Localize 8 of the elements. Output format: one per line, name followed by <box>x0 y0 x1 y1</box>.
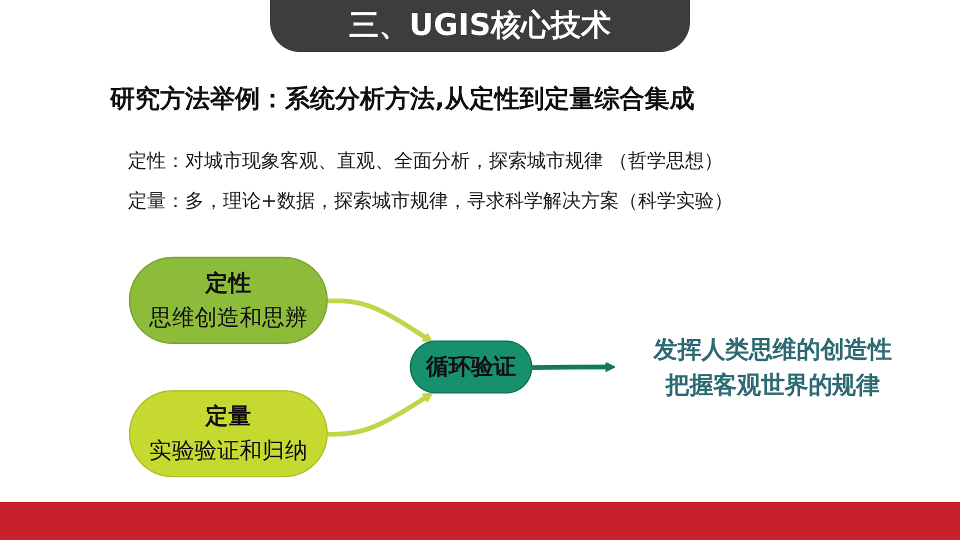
arrow <box>532 362 616 372</box>
node-text: 发挥人类思维的创造性把握客观世界的规律 <box>654 334 892 400</box>
heading: 研究方法举例：系统分析方法,从定性到定量综合集成 <box>110 83 694 115</box>
bullet-text: 定量：多，理论+数据，探索城市规律，寻求科学解决方案（科学实验） <box>128 189 733 214</box>
bullet-text: 定性：对城市现象客观、直观、全面分析，探索城市规律 （哲学思想） <box>128 149 724 174</box>
title-banner: 三、UGIS核心技术 <box>270 0 690 52</box>
arrow <box>328 298 433 343</box>
arrow <box>328 392 433 437</box>
